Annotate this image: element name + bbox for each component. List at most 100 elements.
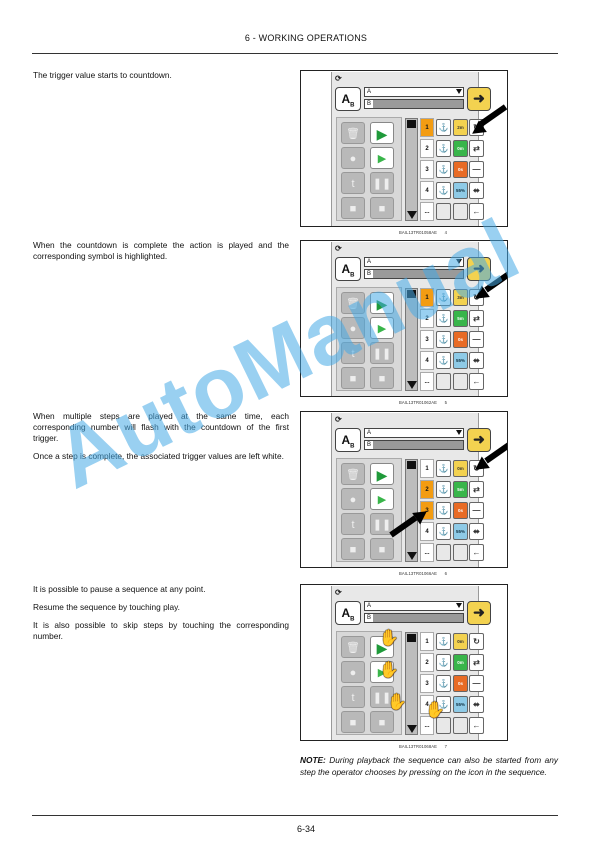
pause-button[interactable]: ❚❚ xyxy=(370,513,394,535)
action-icon[interactable]: ⚓ xyxy=(436,182,451,199)
function-icon[interactable]: ⬌ xyxy=(469,523,484,540)
trigger-tile[interactable]: 0s xyxy=(453,161,468,178)
action-icon[interactable]: ⚓ xyxy=(436,633,451,650)
record-button[interactable]: ● xyxy=(341,317,365,339)
function-icon[interactable]: ⇄ xyxy=(469,310,484,327)
trigger-tile[interactable]: 0s xyxy=(453,502,468,519)
timer-button[interactable]: t xyxy=(341,172,365,194)
trigger-tile[interactable]: 0m xyxy=(453,633,468,650)
field-b[interactable]: B xyxy=(364,613,464,623)
play-button[interactable]: ▶ xyxy=(370,122,394,144)
scroll-down-icon[interactable] xyxy=(407,552,417,560)
step-number[interactable]: 3 xyxy=(420,160,434,179)
trigger-tile[interactable]: 0m xyxy=(453,460,468,477)
play-button[interactable]: ▶ xyxy=(370,636,394,658)
delete-icon[interactable]: 🗑 xyxy=(341,122,365,144)
scroll-thumb[interactable] xyxy=(407,290,416,298)
function-icon[interactable]: ⬌ xyxy=(469,182,484,199)
timer-button[interactable]: t xyxy=(341,342,365,364)
scrollbar[interactable] xyxy=(405,632,418,735)
step-number[interactable]: 4 xyxy=(420,522,434,541)
step-number[interactable]: 1 xyxy=(420,632,434,651)
stop-button[interactable]: ■ xyxy=(341,538,365,560)
step-play-button[interactable]: ▶ xyxy=(370,488,394,510)
next-arrow-button[interactable]: ➜ xyxy=(467,257,491,281)
field-a[interactable]: A xyxy=(364,257,464,267)
function-icon[interactable]: — xyxy=(469,675,484,692)
record-button[interactable]: ● xyxy=(341,488,365,510)
record-button[interactable]: ● xyxy=(341,661,365,683)
action-icon[interactable]: ⚓ xyxy=(436,331,451,348)
action-icon[interactable]: ⚓ xyxy=(436,481,451,498)
back-arrow-icon[interactable]: ← xyxy=(469,544,484,561)
trigger-tile[interactable]: 55% xyxy=(453,523,468,540)
trigger-tile[interactable]: 2m xyxy=(453,119,468,136)
scroll-down-icon[interactable] xyxy=(407,211,417,219)
action-icon[interactable]: ⚓ xyxy=(436,310,451,327)
pause-button[interactable]: ❚❚ xyxy=(370,172,394,194)
trigger-tile[interactable]: 55% xyxy=(453,182,468,199)
record-button[interactable]: ● xyxy=(341,147,365,169)
step-number[interactable]: 4 xyxy=(420,695,434,714)
function-icon[interactable]: — xyxy=(469,502,484,519)
function-icon[interactable]: ⇄ xyxy=(469,481,484,498)
trigger-tile[interactable]: 5m xyxy=(453,310,468,327)
action-icon[interactable]: ⚓ xyxy=(436,119,451,136)
step-number[interactable]: 3 xyxy=(420,330,434,349)
back-arrow-icon[interactable]: ← xyxy=(469,717,484,734)
field-a[interactable]: A xyxy=(364,601,464,611)
action-icon[interactable]: ⚓ xyxy=(436,502,451,519)
step-number[interactable]: ... xyxy=(420,543,434,562)
ab-toggle-button[interactable]: AB xyxy=(335,257,361,281)
field-b[interactable]: B xyxy=(364,99,464,109)
next-arrow-button[interactable]: ➜ xyxy=(467,601,491,625)
function-icon[interactable]: ⇄ xyxy=(469,140,484,157)
play-button[interactable]: ▶ xyxy=(370,292,394,314)
function-icon[interactable]: ↻ xyxy=(469,460,484,477)
trigger-tile[interactable]: 0m xyxy=(453,140,468,157)
step-play-button[interactable]: ▶ xyxy=(370,147,394,169)
stop-button[interactable]: ■ xyxy=(341,367,365,389)
scrollbar[interactable] xyxy=(405,459,418,562)
action-icon[interactable]: ⚓ xyxy=(436,675,451,692)
function-icon[interactable]: ↻ xyxy=(469,289,484,306)
scroll-down-icon[interactable] xyxy=(407,725,417,733)
back-arrow-icon[interactable]: ← xyxy=(469,373,484,390)
function-icon[interactable]: ⇄ xyxy=(469,654,484,671)
next-arrow-button[interactable]: ➜ xyxy=(467,87,491,111)
field-a[interactable]: A xyxy=(364,428,464,438)
scroll-thumb[interactable] xyxy=(407,120,416,128)
step-number[interactable]: 2 xyxy=(420,139,434,158)
function-icon[interactable]: ⬌ xyxy=(469,352,484,369)
action-icon[interactable]: ⚓ xyxy=(436,696,451,713)
play-button[interactable]: ▶ xyxy=(370,463,394,485)
step-number[interactable]: 1 xyxy=(420,288,434,307)
trigger-tile[interactable]: 55% xyxy=(453,352,468,369)
pause-button[interactable]: ❚❚ xyxy=(370,342,394,364)
function-icon[interactable]: ↻ xyxy=(469,633,484,650)
action-icon[interactable]: ⚓ xyxy=(436,140,451,157)
step-number[interactable]: 4 xyxy=(420,181,434,200)
step-play-button[interactable]: ▶ xyxy=(370,317,394,339)
pause-button[interactable]: ❚❚ xyxy=(370,686,394,708)
scroll-down-icon[interactable] xyxy=(407,381,417,389)
step-number[interactable]: 2 xyxy=(420,309,434,328)
field-b[interactable]: B xyxy=(364,440,464,450)
action-icon[interactable]: ⚓ xyxy=(436,161,451,178)
trigger-tile[interactable]: 0m xyxy=(453,654,468,671)
ab-toggle-button[interactable]: AB xyxy=(335,87,361,111)
action-icon[interactable]: ⚓ xyxy=(436,654,451,671)
step-number[interactable]: 3 xyxy=(420,674,434,693)
delete-icon[interactable]: 🗑 xyxy=(341,636,365,658)
step-number[interactable]: 1 xyxy=(420,118,434,137)
field-b[interactable]: B xyxy=(364,269,464,279)
function-icon[interactable]: ⬌ xyxy=(469,696,484,713)
trigger-tile[interactable]: 3m xyxy=(453,289,468,306)
action-icon[interactable]: ⚓ xyxy=(436,523,451,540)
stop-button-2[interactable]: ■ xyxy=(370,367,394,389)
ab-toggle-button[interactable]: AB xyxy=(335,601,361,625)
step-number[interactable]: ... xyxy=(420,716,434,735)
step-number[interactable]: 2 xyxy=(420,480,434,499)
stop-button-2[interactable]: ■ xyxy=(370,197,394,219)
trigger-tile[interactable]: 5m xyxy=(453,481,468,498)
